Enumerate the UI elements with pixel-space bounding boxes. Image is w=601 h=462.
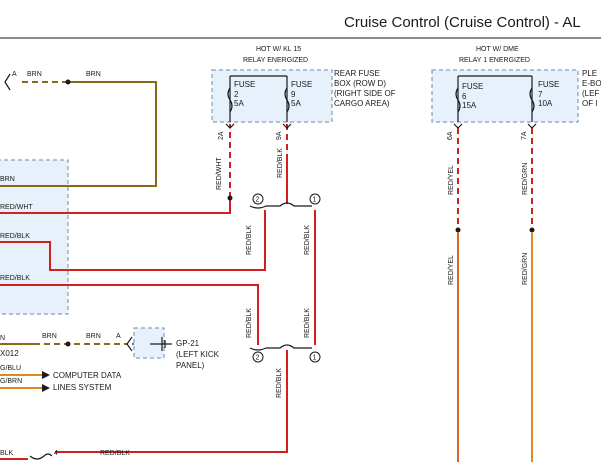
connector-a2-symbol: [126, 336, 133, 352]
left-module-label-brn: BRN: [0, 176, 15, 183]
computer-data-label-2: LINES SYSTEM: [53, 383, 112, 392]
pin-4-label: 4: [54, 450, 58, 457]
splice-dot-brn-lower: [65, 341, 71, 347]
splice-dot-red-yel: [455, 227, 461, 233]
fuse-a-name: FUSE: [234, 80, 255, 89]
blk-label-bottom-left: BLK: [0, 450, 14, 457]
fuse-box-1-pin-a-terminal: [225, 123, 235, 129]
ground-box: [133, 327, 165, 359]
fuse-6-symbol: [455, 87, 461, 113]
fuse-6-amps: 15A: [462, 101, 477, 110]
pin-n-label: N: [0, 335, 5, 342]
arrow-icon-data-2: [42, 384, 50, 392]
red-grn-label-upper: RED/GRN: [522, 163, 529, 195]
fuse-b-number: 9: [291, 90, 296, 99]
fuse-box-1-location-4: CARGO AREA): [334, 99, 390, 108]
fuse-box-2-side-4: OF I: [582, 99, 598, 108]
connector-a-symbol: [4, 73, 11, 91]
junction-bracket-upper: [249, 202, 312, 209]
red-yel-label-upper: RED/YEL: [448, 165, 455, 195]
red-blk-label-bottom-vertical: RED/BLK: [276, 368, 283, 398]
red-blk-wire-bottom: [55, 350, 288, 453]
fuse-7-name: FUSE: [538, 80, 559, 89]
fuse-box-2: [431, 69, 579, 123]
fuse-box-2-pin-a-terminal: [453, 123, 463, 129]
brn-wire-label-1: BRN: [27, 71, 42, 78]
fuse-box-1: [211, 69, 333, 123]
splice-label-1-upper: 1: [313, 197, 317, 204]
fuse-box-2-power-1: HOT W/ DME: [476, 46, 519, 53]
fuse-a-symbol: [227, 87, 233, 113]
red-wht-wire-label: RED/WHT: [216, 157, 223, 190]
fuse-b-symbol: [284, 87, 290, 113]
g-blu-label: G/BLU: [0, 365, 21, 372]
red-blk-label-low-left: RED/BLK: [246, 308, 253, 338]
g-brn-label: G/BRN: [0, 378, 22, 385]
fuse-a-amps: 5A: [234, 99, 244, 108]
page-title: Cruise Control (Cruise Control) - AL: [344, 14, 581, 31]
splice-circle-1-upper: [309, 193, 321, 205]
junction-bracket-lower: [249, 344, 312, 351]
splice-circle-2-upper: [252, 193, 264, 205]
fuse-box-1-power-1: HOT W/ KL 15: [256, 46, 301, 53]
fuse-box-2-side-1: PLE: [582, 69, 597, 78]
fuse-6-number: 6: [462, 92, 467, 101]
fuse-box-1-location-1: REAR FUSE: [334, 69, 380, 78]
red-blk-label-mid-right: RED/BLK: [304, 225, 311, 255]
ground-desc-2: PANEL): [176, 361, 205, 370]
left-module-label-red-blk-1: RED/BLK: [0, 233, 30, 240]
x012-label: X012: [0, 349, 19, 358]
left-module-label-red-wht: RED/WHT: [0, 204, 33, 211]
fuse-box-1-location-3: (RIGHT SIDE OF: [334, 89, 396, 98]
fuse-b-name: FUSE: [291, 80, 312, 89]
brn-label-lower-2: BRN: [86, 333, 101, 340]
fuse-box-2-pin-a: 6A: [447, 131, 454, 140]
fuse-box-1-pin-a: 2A: [218, 131, 225, 140]
fuse-7-symbol: [529, 87, 535, 113]
red-blk-wire-1: [0, 210, 266, 271]
connector-a-label: A: [12, 71, 17, 78]
arrow-icon-data-1: [42, 371, 50, 379]
red-blk-wire-2: [0, 284, 259, 345]
fuse-7-number: 7: [538, 90, 543, 99]
connector-a2-label: A: [116, 333, 121, 340]
splice-label-1-lower: 1: [313, 355, 317, 362]
splice-dot-red-grn: [529, 227, 535, 233]
fuse-box-2-side-2: E-BO: [582, 79, 601, 88]
fuse-b-amps: 5A: [291, 99, 301, 108]
fuse-box-1-power-2: RELAY ENERGIZED: [243, 57, 308, 64]
fuse-a-number: 2: [234, 90, 239, 99]
red-yel-label-lower: RED/YEL: [448, 255, 455, 285]
ground-desc-1: (LEFT KICK: [176, 350, 220, 359]
fuse-box-1-pin-b: 9A: [276, 131, 283, 140]
fuse-box-2-pin-b-terminal: [527, 123, 537, 129]
splice-circle-1-lower: [309, 351, 321, 363]
fuse-box-2-side-3: (LEF: [582, 89, 599, 98]
splice-label-2-lower: 2: [256, 355, 260, 362]
fuse-box-2-pin-b: 7A: [521, 131, 528, 140]
red-blk-label-mid-left: RED/BLK: [246, 225, 253, 255]
computer-data-label-1: COMPUTER DATA: [53, 371, 122, 380]
splice-label-2-upper: 2: [256, 197, 260, 204]
red-blk-label-bottom: RED/BLK: [100, 450, 130, 457]
red-blk-label-low-right: RED/BLK: [304, 308, 311, 338]
fuse-box-1-pin-b-terminal: [282, 123, 292, 129]
fuse-6-name: FUSE: [462, 82, 483, 91]
splice-dot-red-wht: [227, 195, 233, 201]
left-module-label-red-blk-2: RED/BLK: [0, 275, 30, 282]
red-wht-wire: [0, 198, 231, 214]
brn-wire-top: [0, 81, 157, 187]
bottom-connector-symbol: [29, 453, 53, 460]
fuse-box-2-power-2: RELAY 1 ENERGIZED: [459, 57, 530, 64]
red-grn-label-lower: RED/GRN: [522, 253, 529, 285]
brn-label-lower-1: BRN: [42, 333, 57, 340]
ground-name: GP-21: [176, 339, 200, 348]
fuse-7-amps: 10A: [538, 99, 553, 108]
brn-wire-label-2: BRN: [86, 71, 101, 78]
red-blk-label-fuse-9: RED/BLK: [277, 148, 284, 178]
splice-dot-brn: [65, 79, 71, 85]
splice-circle-2-lower: [252, 351, 264, 363]
fuse-box-1-location-2: BOX (ROW D): [334, 79, 386, 88]
